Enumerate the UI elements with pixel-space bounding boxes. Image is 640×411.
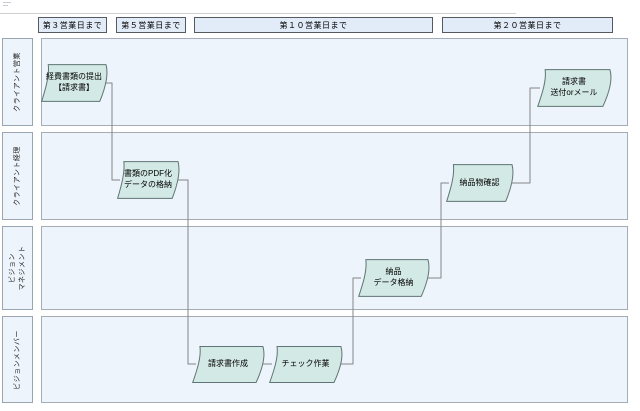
connector-deliverable-check-to-send [511, 87, 540, 184]
connector-submission-to-pdf [104, 82, 120, 181]
node-label: 納品 データ格納 [373, 267, 414, 287]
lane-row-vision-management [41, 226, 628, 310]
node-invoice-send-or-mail[interactable]: 請求書 送付orメール [537, 69, 611, 107]
node-pdf-conversion-data-storage[interactable]: 書類のPDF化 データの格納 [117, 161, 179, 199]
node-delivery-data-storage[interactable]: 納品 データ格納 [358, 259, 429, 297]
process-shape [41, 64, 107, 102]
node-deliverable-check[interactable]: 納品物確認 [446, 164, 513, 202]
timeline-header-day10: 第１０営業日まで [194, 17, 433, 33]
timeline-header-day20: 第２０営業日まで [442, 17, 613, 33]
process-shape [446, 164, 513, 202]
process-shape [358, 259, 429, 297]
lane-label-vision-management: ビジョン マネジメント [2, 226, 33, 310]
node-label: 書類のPDF化 データの格納 [124, 169, 172, 189]
timeline-header-day5: 第５営業日まで [116, 17, 186, 33]
corner-artifact [3, 2, 13, 9]
node-label: 請求書 送付orメール [550, 77, 598, 97]
node-check-work[interactable]: チェック作業 [269, 346, 342, 383]
connector-check-to-delivery-storage [340, 277, 361, 365]
node-expense-documents-submission[interactable]: 経費書類の提出 【請求書】 [41, 64, 107, 102]
top-border-line [0, 13, 516, 14]
node-label: 請求書作成 [208, 359, 248, 369]
process-shape [117, 161, 179, 199]
connector-pdf-to-invoice-creation [176, 179, 196, 365]
node-label: 経費書類の提出 【請求書】 [46, 72, 102, 92]
process-shape [192, 346, 264, 383]
process-shape [537, 69, 611, 107]
lane-label-client-accounting: クライアント経理 [2, 132, 33, 220]
process-shape [269, 346, 342, 383]
node-invoice-creation[interactable]: 請求書作成 [192, 346, 264, 383]
lane-label-client-sales: クライアント営業 [2, 38, 33, 126]
node-label: チェック作業 [281, 359, 330, 369]
node-label: 納品物確認 [459, 177, 500, 187]
timeline-header-day3: 第３営業日まで [38, 17, 107, 33]
connector-delivery-storage-to-deliverable-check [426, 182, 449, 279]
lane-label-vision-member: ビジョンメンバー [2, 316, 33, 403]
